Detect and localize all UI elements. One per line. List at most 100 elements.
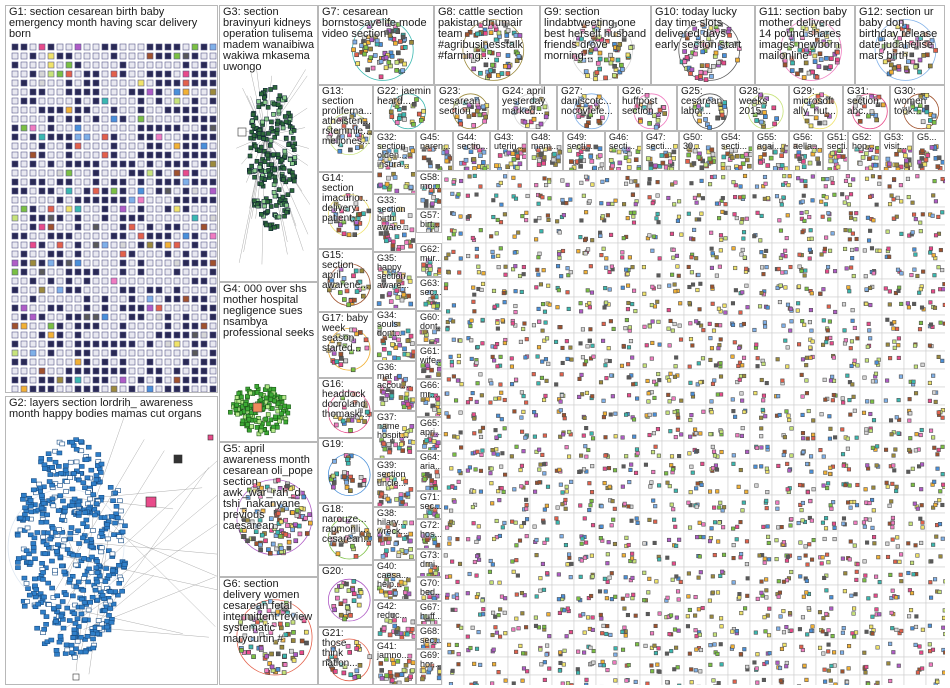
- small-cluster-cell: [815, 242, 839, 262]
- small-cluster-cell: [661, 656, 685, 676]
- cluster-node: [846, 202, 851, 207]
- cluster-node: [579, 541, 584, 546]
- cluster-node: [799, 216, 804, 221]
- cluster-node: [517, 183, 522, 188]
- cluster-node: [776, 626, 781, 631]
- group-panel-g61: G61: wife...: [416, 345, 442, 379]
- cluster-node: [568, 345, 573, 350]
- cluster-node: [821, 454, 826, 459]
- cluster-node: [823, 470, 828, 475]
- small-cluster-cell: [573, 296, 597, 316]
- cluster-node: [564, 339, 569, 344]
- cluster-node: [863, 274, 868, 279]
- cluster-node: [449, 466, 454, 471]
- cluster-node: [457, 270, 462, 275]
- cluster-node: [472, 309, 477, 314]
- cluster-node: [883, 398, 888, 403]
- group-panel-g63: G63: sec...: [416, 277, 442, 311]
- cluster-node: [521, 666, 527, 671]
- small-cluster-cell: [925, 620, 945, 640]
- small-cluster-cell: [442, 530, 465, 550]
- cluster-node: [848, 215, 854, 220]
- cluster-node: [824, 340, 829, 345]
- cluster-node: [577, 394, 582, 399]
- cluster-node: [509, 356, 514, 361]
- cluster-node: [717, 505, 722, 510]
- cluster-node: [579, 558, 584, 563]
- cluster-node: [941, 287, 945, 292]
- cluster-node: [819, 561, 824, 566]
- cluster-node: [691, 237, 696, 242]
- cluster-node: [542, 176, 547, 181]
- group-panel-g46: G46: secti...: [605, 131, 642, 171]
- small-cluster-cell: [463, 188, 487, 208]
- cluster-node: [801, 450, 806, 455]
- cluster-node: [829, 341, 834, 346]
- cluster-node: [890, 481, 895, 486]
- cluster-node: [933, 502, 938, 508]
- cluster-graph-g62: [421, 258, 441, 276]
- cluster-node: [584, 540, 589, 545]
- cluster-node: [821, 318, 826, 323]
- cluster-node: [693, 427, 698, 432]
- cluster-node: [582, 555, 587, 560]
- cluster-node: [942, 608, 945, 613]
- small-cluster-cell: [683, 512, 707, 532]
- cluster-node: [913, 448, 918, 453]
- group-panel-g2: G2: layers section lordrih_ awareness mo…: [5, 396, 218, 685]
- cluster-graph-g26: [632, 93, 670, 130]
- small-cluster-cell: [639, 458, 663, 478]
- cluster-node: [864, 287, 869, 292]
- cluster-node: [940, 268, 945, 273]
- cluster-node: [657, 483, 662, 488]
- cluster-node: [875, 680, 880, 685]
- cluster-node: [458, 410, 463, 415]
- cluster-node: [700, 196, 705, 201]
- cluster-node: [495, 452, 500, 457]
- cluster-node: [605, 561, 610, 566]
- cluster-node: [845, 680, 850, 685]
- cluster-node: [927, 398, 932, 403]
- cluster-node: [774, 194, 780, 199]
- small-cluster-cell: [639, 530, 663, 550]
- cluster-node: [466, 648, 471, 653]
- cluster-node: [896, 355, 901, 360]
- cluster-node: [609, 373, 614, 378]
- cluster-node: [656, 273, 661, 278]
- cluster-node: [603, 286, 608, 291]
- cluster-node: [672, 517, 677, 522]
- small-cluster-cell: [529, 584, 553, 604]
- cluster-node: [455, 378, 460, 383]
- cluster-node: [752, 660, 757, 665]
- cluster-node: [626, 375, 631, 380]
- cluster-node: [759, 426, 764, 431]
- cluster-graph-g40: [376, 572, 412, 599]
- cluster-node: [533, 615, 538, 620]
- cluster-node: [468, 324, 473, 329]
- cluster-node: [919, 503, 924, 508]
- cluster-node: [564, 445, 569, 450]
- cluster-node: [538, 462, 543, 467]
- cluster-node: [693, 628, 698, 633]
- cluster-node: [891, 453, 896, 458]
- group-label-g17: G17: baby week season started...: [322, 313, 369, 354]
- cluster-node: [801, 594, 806, 599]
- cluster-node: [699, 482, 704, 487]
- cluster-node: [910, 626, 915, 631]
- cluster-node: [845, 195, 850, 200]
- cluster-node: [603, 363, 608, 368]
- cluster-node: [820, 555, 825, 560]
- cluster-node: [759, 434, 764, 439]
- cluster-node: [891, 463, 896, 468]
- cluster-node: [841, 400, 846, 405]
- cluster-node: [789, 517, 794, 522]
- cluster-node: [511, 569, 516, 574]
- cluster-node: [589, 498, 594, 504]
- cluster-node: [928, 662, 933, 667]
- group-label-g54: G54: secti...: [721, 132, 748, 151]
- cluster-node: [744, 562, 749, 567]
- cluster-node: [580, 327, 585, 332]
- cluster-node: [514, 444, 519, 449]
- cluster-node: [673, 364, 678, 369]
- cluster-node: [629, 518, 634, 523]
